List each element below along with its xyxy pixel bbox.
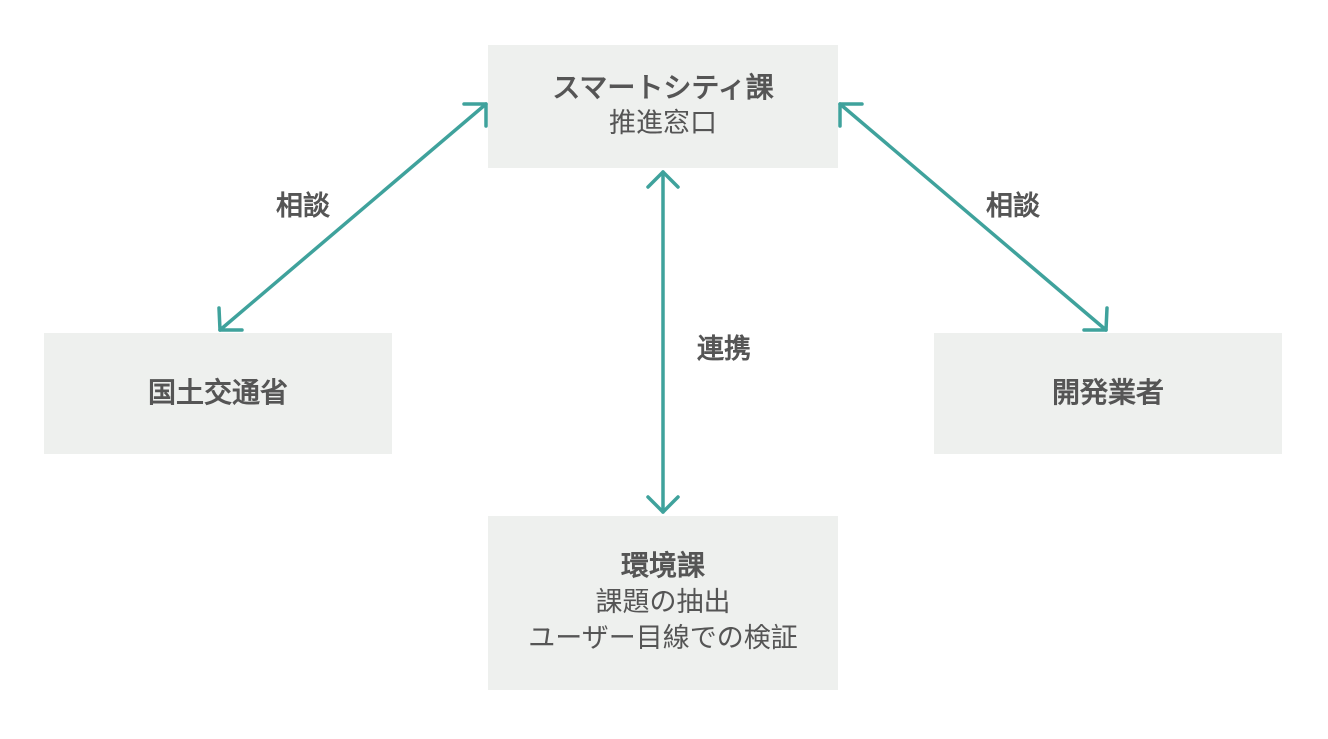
environment-division-box: 環境課 課題の抽出 ユーザー目線での検証 bbox=[488, 516, 838, 690]
developer-box: 開発業者 bbox=[934, 333, 1282, 454]
consultation-label-left: 相談 bbox=[276, 191, 330, 222]
consultation-label-right: 相談 bbox=[986, 191, 1040, 222]
environment-division-line2: ユーザー目線での検証 bbox=[528, 623, 798, 655]
mlit-box: 国土交通省 bbox=[44, 333, 392, 454]
mlit-title: 国土交通省 bbox=[147, 376, 288, 410]
smart-city-division-subtitle: 推進窓口 bbox=[609, 108, 717, 140]
smart-city-division-box: スマートシティ課 推進窓口 bbox=[488, 45, 838, 168]
arrow-smartcity-mlit bbox=[217, 102, 488, 332]
environment-division-title: 環境課 bbox=[620, 549, 705, 583]
smart-city-division-title: スマートシティ課 bbox=[552, 71, 774, 105]
cooperation-label: 連携 bbox=[697, 334, 751, 365]
environment-division-line1: 課題の抽出 bbox=[595, 586, 731, 618]
arrow-smartcity-environment bbox=[646, 170, 680, 514]
developer-title: 開発業者 bbox=[1051, 376, 1164, 410]
arrow-smartcity-developer bbox=[838, 102, 1109, 332]
